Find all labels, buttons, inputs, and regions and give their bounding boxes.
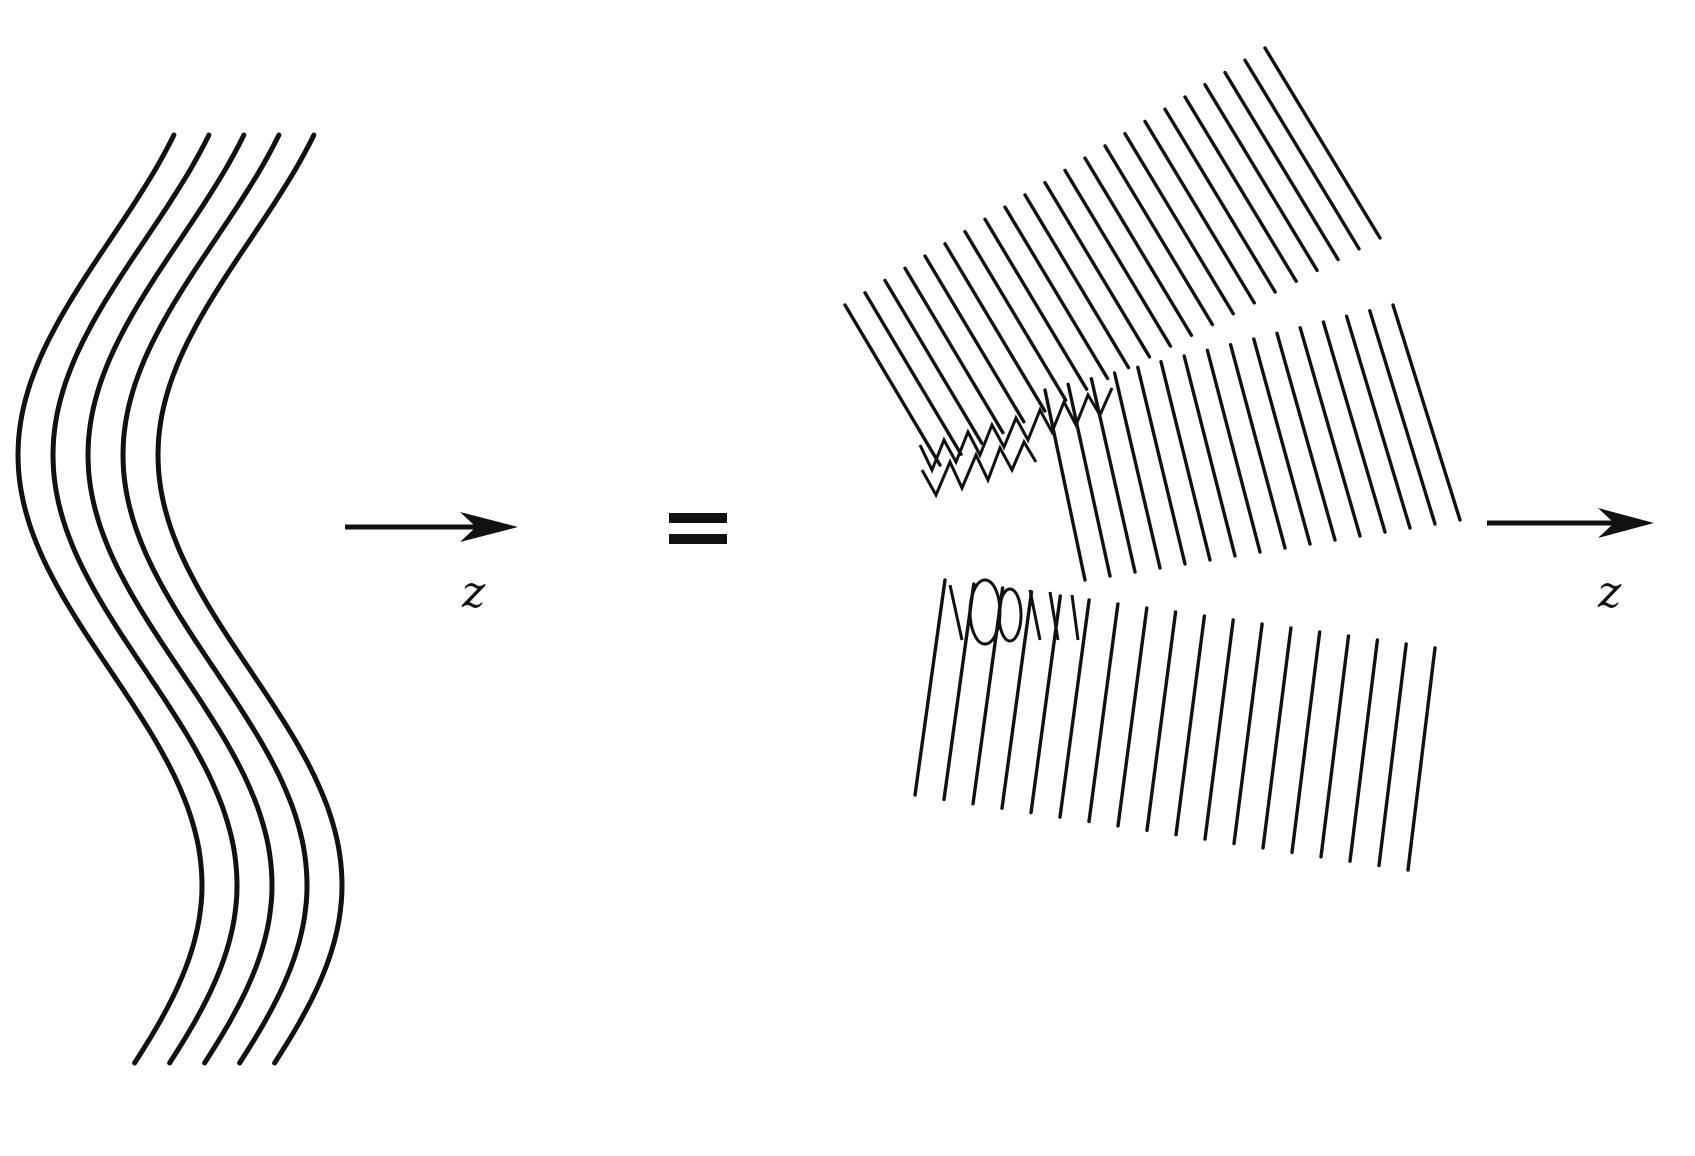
- upper-plane-wave-line: [1043, 180, 1152, 359]
- curved-wavefront-line: [50, 132, 240, 1066]
- upper-plane-wave-line: [1263, 46, 1382, 240]
- upper-plane-wave-line: [843, 303, 942, 467]
- upper-plane-wave-line: [1163, 107, 1277, 294]
- lower-plane-wave-line: [1377, 642, 1408, 868]
- curved-wavefront-line: [15, 132, 205, 1066]
- upper-plane-wave-line: [943, 242, 1047, 413]
- lower-plane-wave-line: [1145, 610, 1178, 832]
- middle-plane-wave-line: [1275, 331, 1337, 542]
- curved-wavefront-line: [155, 132, 345, 1066]
- upper-plane-wave-line: [1103, 144, 1215, 327]
- upper-plane-wave-line: [963, 229, 1068, 402]
- right-propagation-arrow: [1487, 508, 1654, 538]
- lower-plane-wave-line: [1058, 598, 1091, 819]
- lower-plane-wave-line: [913, 578, 947, 797]
- upper-plane-wave-line: [1003, 205, 1110, 381]
- upper-plane-wave-line: [1203, 82, 1319, 273]
- lower-plane-wave-line: [1290, 630, 1322, 855]
- upper-plane-wave-line: [1083, 156, 1194, 337]
- middle-plane-wave-line: [1182, 354, 1237, 558]
- upper-plane-wave-line: [903, 266, 1005, 435]
- upper-plane-wave-line: [983, 217, 1089, 391]
- lower-plane-wave-line: [942, 582, 976, 802]
- upper-plane-wave-line: [1143, 119, 1257, 305]
- upper-plane-wave-group: [843, 46, 1382, 467]
- middle-plane-wave-line: [1043, 388, 1087, 582]
- interference-region-lower: [948, 578, 1080, 646]
- middle-plane-wave-line: [1368, 309, 1437, 526]
- curved-wavefront-line: [85, 132, 275, 1066]
- upper-plane-wave-line: [863, 291, 963, 456]
- upper-plane-wave-line: [1123, 131, 1236, 316]
- middle-plane-wave-line: [1159, 360, 1212, 562]
- middle-plane-wave-line: [1066, 382, 1112, 578]
- lower-plane-wave-line: [1261, 626, 1293, 850]
- middle-plane-wave-line: [1344, 314, 1412, 530]
- left-propagation-arrow: [345, 512, 518, 542]
- middle-plane-wave-line: [1089, 377, 1137, 574]
- interference-region-upper: [918, 387, 1114, 499]
- equals-sign: [669, 513, 727, 544]
- left-z-axis-label: z: [461, 567, 486, 618]
- upper-plane-wave-line: [1223, 70, 1340, 262]
- lower-plane-wave-line: [1406, 646, 1437, 872]
- upper-plane-wave-line: [883, 278, 984, 446]
- middle-plane-wave-line: [1228, 343, 1287, 550]
- lower-plane-wave-line: [1087, 602, 1120, 824]
- upper-plane-wave-line: [1243, 58, 1361, 251]
- middle-plane-wave-line: [1136, 365, 1187, 566]
- upper-plane-wave-line: [1063, 168, 1173, 348]
- middle-plane-wave-line: [1298, 326, 1362, 538]
- right-z-axis-label: z: [1597, 567, 1622, 618]
- middle-plane-wave-line: [1252, 337, 1312, 546]
- lower-plane-wave-line: [1348, 638, 1380, 863]
- middle-plane-wave-line: [1391, 303, 1462, 522]
- lower-plane-wave-line: [1000, 590, 1034, 810]
- curved-wavefront-line: [120, 132, 310, 1066]
- lower-plane-wave-line: [1203, 618, 1235, 841]
- upper-plane-wave-line: [1183, 95, 1298, 283]
- upper-plane-wave-line: [1023, 193, 1131, 370]
- middle-plane-wave-line: [1321, 320, 1387, 534]
- lower-plane-wave-line: [1174, 614, 1207, 837]
- lower-plane-wave-line: [1319, 634, 1351, 859]
- middle-plane-wave-group: [1043, 303, 1462, 582]
- middle-plane-wave-line: [1112, 371, 1162, 570]
- middle-plane-wave-line: [1205, 348, 1262, 554]
- lower-plane-wave-line: [1232, 622, 1264, 846]
- curved-wavefront-group: [15, 132, 345, 1066]
- lower-plane-wave-group: [913, 578, 1437, 872]
- lower-plane-wave-line: [1116, 606, 1149, 828]
- upper-plane-wave-line: [923, 254, 1026, 424]
